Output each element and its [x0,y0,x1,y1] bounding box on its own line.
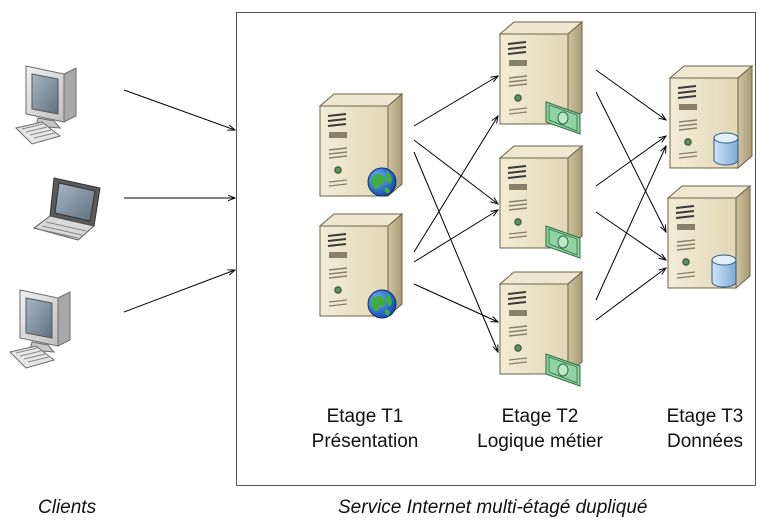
web-server-icon [319,213,403,319]
tier-role: Données [666,431,744,452]
arrow [595,69,666,120]
application-server-icon [499,21,583,135]
application-server-icon [499,271,583,387]
tier-name: Etage T2 [501,406,579,427]
tier-label-t2: Etage T2 Logique métier [460,404,620,454]
database-server-icon [669,65,753,169]
t2-to-t3-arrows [595,69,666,321]
arrow [595,91,666,232]
tier-role: Présentation [311,431,419,452]
web-server-icon [319,93,403,197]
arrow [413,76,498,127]
tier-name: Etage T1 [326,406,404,427]
laptop-icon [33,177,101,241]
tier-label-t1: Etage T1 Présentation [290,404,440,454]
database-server-icon [667,185,751,289]
arrow [595,211,666,260]
desktop-computer-icon [15,65,77,145]
service-caption: Service Internet multi-étagé dupliqué [338,497,648,518]
arrow [595,146,666,301]
arrow [123,89,235,130]
arrow [413,151,498,352]
clients-caption: Clients [38,497,97,518]
arrow [595,136,666,187]
arrow [413,210,498,263]
application-server-icon [499,145,583,259]
client-arrows [123,89,235,313]
arrow [413,283,498,322]
arrow [413,139,498,204]
arrow [413,116,498,253]
service-boundary [236,12,756,486]
arrow [123,270,235,313]
tier-label-t3: Etage T3 Données [650,404,760,454]
desktop-computer-icon [9,289,71,369]
tier-name: Etage T3 [666,406,744,427]
arrow [595,268,666,321]
t1-to-t2-arrows [413,76,498,352]
tier-role: Logique métier [477,431,603,452]
